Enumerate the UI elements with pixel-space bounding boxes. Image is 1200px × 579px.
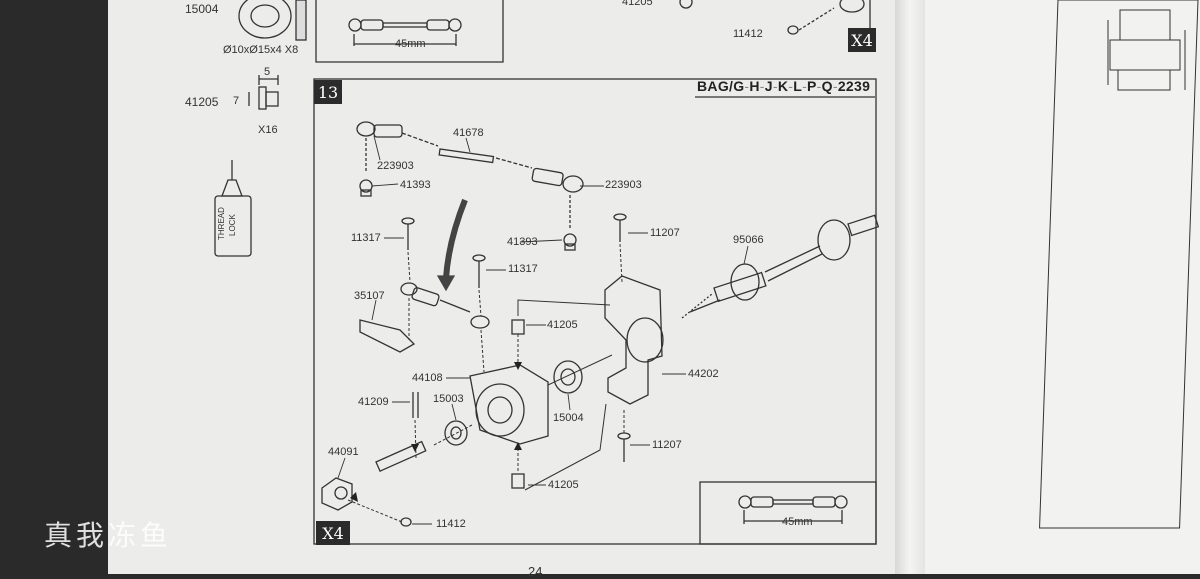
part-label-41205-a: 41205	[547, 319, 578, 331]
part-label-41205-b: 41205	[548, 479, 579, 491]
top-41205-part	[679, 0, 693, 9]
top-label-41205: 41205	[622, 0, 653, 8]
label-41205: 41205	[185, 95, 219, 109]
part-label-11317-b: 11317	[508, 263, 538, 275]
part-label-15003: 15003	[433, 393, 464, 405]
part-label-41393-a: 41393	[400, 179, 431, 191]
part-label-11317-a: 11317	[351, 232, 381, 244]
spec-15004: Ø10xØ15x4 X8	[223, 44, 299, 56]
screw-11317-a-drawing	[401, 217, 415, 250]
page-number: 24	[528, 564, 543, 579]
driveshaft-95066-drawing	[681, 214, 880, 319]
knuckle-44108-drawing	[469, 364, 549, 445]
bottom-rod-length: 45mm	[782, 516, 813, 528]
part-label-15004: 15004	[553, 412, 584, 424]
part-label-223903-b: 223903	[605, 179, 642, 191]
top-rod-box	[315, 0, 504, 63]
part-label-41209: 41209	[358, 396, 389, 408]
bag-letter-p: P	[807, 78, 817, 94]
thread-lock-bottle-drawing	[214, 160, 252, 257]
thread-lock-label-1: THREAD	[217, 207, 226, 240]
step-qty-badge: X4	[316, 521, 350, 545]
pin-41209-drawing	[412, 392, 419, 418]
part-label-11207-b: 11207	[652, 439, 682, 451]
dim-41205-height: 7	[233, 95, 240, 107]
page-gutter	[895, 0, 925, 574]
part-label-95066: 95066	[733, 234, 764, 246]
label-15004: 15004	[185, 2, 219, 16]
nut-11412-drawing	[400, 517, 412, 527]
facing-page	[912, 0, 1200, 574]
bag-letter-j: J	[764, 78, 773, 94]
watermark: 真我冻鱼	[44, 519, 173, 552]
step-13-frame	[313, 78, 877, 545]
assembly-arrow	[443, 198, 468, 279]
facing-page-chassis-drawing	[1107, 9, 1186, 91]
top-11412-part	[787, 25, 799, 35]
bushing-41205-a-drawing	[511, 319, 525, 335]
facing-page-frame	[1039, 0, 1199, 529]
part-label-44091: 44091	[328, 446, 359, 458]
bushing-41205-b-drawing	[511, 473, 525, 489]
qty-41205: X16	[258, 124, 278, 136]
top-qty-badge: X4	[848, 28, 876, 52]
part-label-44202: 44202	[688, 368, 719, 380]
screw-11207-a-drawing	[613, 213, 627, 242]
bag-letter-l: L	[793, 78, 803, 94]
top-hex-part	[839, 0, 865, 13]
bag-letter-k: K	[777, 78, 789, 94]
bushing-41205-drawing	[248, 75, 279, 110]
screw-11317-b-drawing	[472, 254, 486, 288]
bottom-rod-drawing	[738, 495, 848, 524]
top-rod-drawing	[348, 18, 462, 46]
top-label-11412: 11412	[733, 28, 763, 40]
manual-page	[108, 0, 912, 574]
axle-44091-drawing	[321, 440, 427, 511]
bag-code: BAG/G-H-J-K-L-P-Q-2239	[697, 78, 871, 94]
screw-11207-b-drawing	[617, 432, 631, 462]
bearing-15004-step-drawing	[553, 360, 583, 394]
top-rod-length: 45mm	[395, 38, 426, 50]
c-hub-44202-drawing	[604, 275, 664, 405]
steering-arm-35107-drawing	[359, 319, 416, 353]
step-number-badge: 13	[314, 80, 342, 104]
turnbuckle-assembly-drawing	[356, 121, 584, 251]
bag-letter-h: H	[749, 78, 760, 94]
thread-lock-label-2: LOCK	[228, 214, 237, 236]
part-label-41393-b: 41393	[507, 236, 538, 248]
part-label-35107: 35107	[354, 290, 385, 302]
part-label-11412: 11412	[436, 518, 466, 530]
steering-link-drawing	[359, 282, 490, 353]
part-label-223903-a: 223903	[377, 160, 414, 172]
part-label-44108: 44108	[412, 372, 443, 384]
rod-length-box	[699, 481, 877, 545]
bag-suffix: 2239	[837, 78, 871, 94]
part-label-41678: 41678	[453, 127, 484, 139]
bearing-15003-drawing	[444, 420, 468, 446]
bearing-15004-drawing	[238, 0, 292, 39]
dim-41205-width: 5	[264, 66, 271, 78]
part-label-11207-a: 11207	[650, 227, 680, 239]
bag-letter-q: Q	[821, 78, 833, 94]
bag-prefix: BAG/G	[697, 78, 745, 94]
